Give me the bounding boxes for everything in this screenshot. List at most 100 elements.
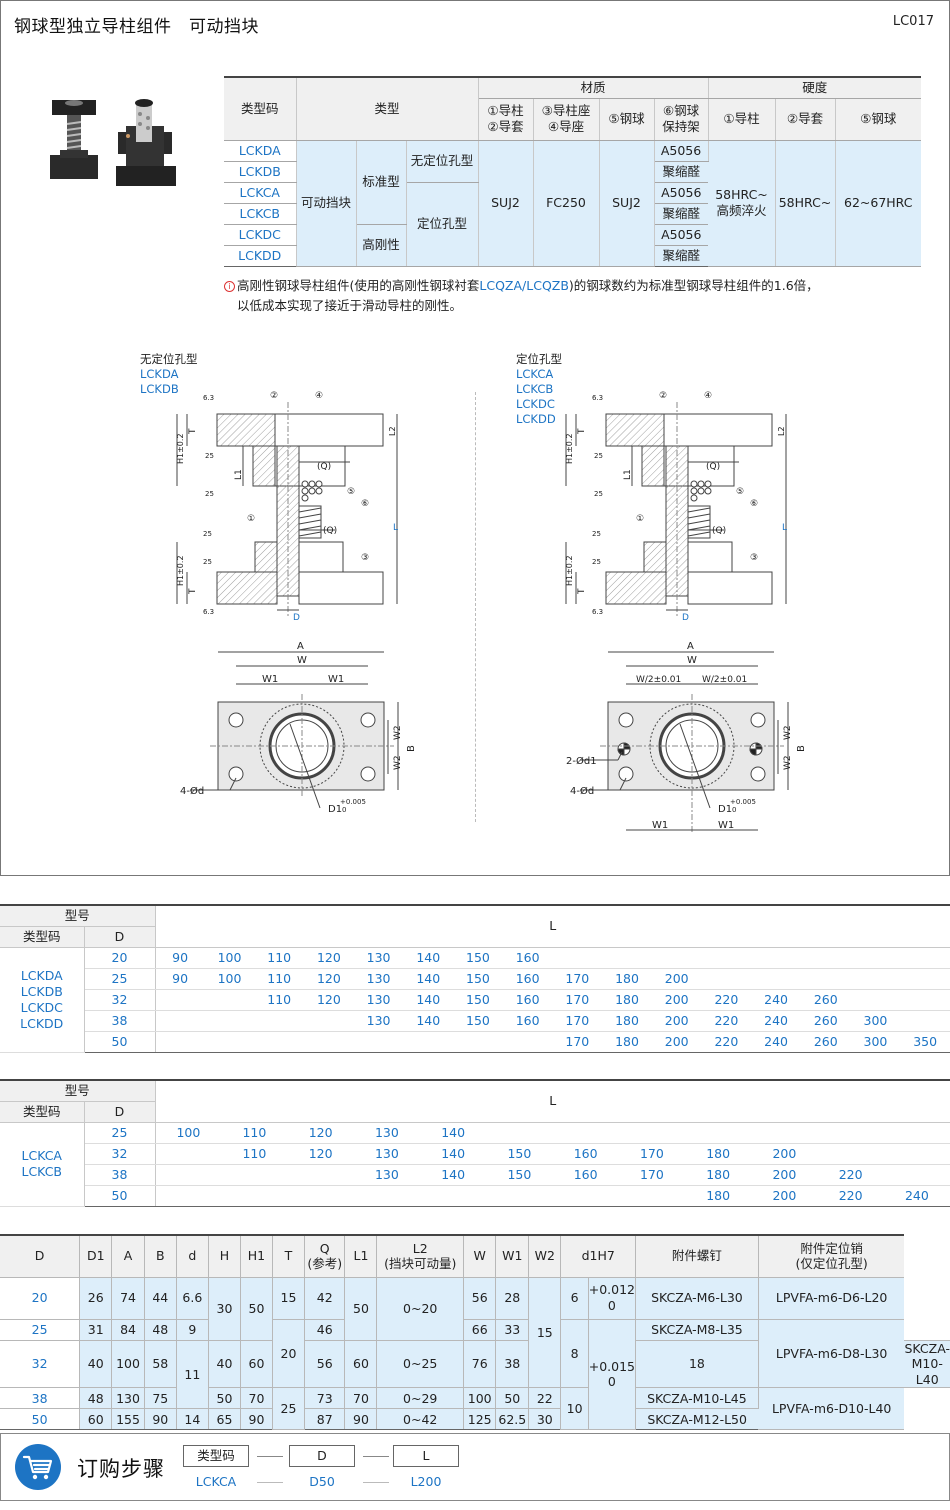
svg-text:25: 25: [594, 490, 603, 498]
spec-header-mat1: ①导柱 ②导套: [478, 97, 534, 141]
svg-text:W2: W2: [393, 755, 403, 770]
spec-header-mat2: ③导柱座 ④导座: [533, 97, 600, 141]
lt2-header-d: D: [84, 1101, 156, 1123]
dim-header: 附件定位销 (仅定位孔型): [758, 1234, 905, 1278]
dim-header: W2: [528, 1234, 562, 1278]
svg-text:③: ③: [750, 553, 758, 563]
dim-header: H: [208, 1234, 241, 1278]
svg-text:(Q): (Q): [706, 462, 720, 472]
svg-text:0: 0: [342, 806, 346, 814]
lt1-header-l: L: [155, 904, 950, 948]
svg-text:+0.005: +0.005: [340, 798, 366, 806]
spec-hard2: 58HRC~: [775, 139, 836, 267]
svg-text:T: T: [188, 428, 198, 435]
dim-header: A: [111, 1234, 145, 1278]
svg-text:6.3: 6.3: [592, 394, 603, 402]
svg-text:2-Ød1: 2-Ød1: [566, 755, 597, 767]
order-separator: [257, 1456, 283, 1457]
spec-code: LCKCB: [224, 202, 297, 225]
svg-text:25: 25: [592, 530, 601, 538]
order-value-l: L200: [410, 1474, 442, 1489]
dim-row: 20 26 74 44 6.6 30 50 15 42 50 0~20 56 2…: [0, 1276, 950, 1389]
svg-text:L: L: [393, 523, 398, 533]
dim-header: D1: [79, 1234, 113, 1278]
order-field-l: L: [393, 1445, 459, 1467]
svg-text:⑤: ⑤: [347, 487, 355, 497]
svg-text:L2: L2: [388, 426, 397, 436]
svg-text:H1±0.2: H1±0.2: [565, 555, 574, 586]
svg-text:⑥: ⑥: [361, 499, 369, 509]
svg-text:(Q): (Q): [323, 526, 337, 536]
order-separator: [363, 1482, 389, 1483]
spec-header-hard3: ⑤钢球: [835, 97, 921, 141]
spec-mat4: 聚缩醛: [654, 160, 708, 183]
top-view-drawing-left: A W W1 W1 4-Ød D1 +0.005 0 B W2 W2: [180, 641, 417, 815]
note-link[interactable]: LCQZA/LCQZB: [479, 278, 569, 293]
svg-text:W1: W1: [262, 674, 278, 685]
svg-text:W2: W2: [783, 725, 793, 740]
cart-icon: [15, 1444, 61, 1490]
svg-text:6.3: 6.3: [203, 608, 214, 616]
spec-table: 类型码 类型 材质 硬度 ①导柱 ②导套 ③导柱座 ④导座 ⑤钢球 ⑥钢球 保持…: [224, 76, 921, 267]
spec-code: LCKDB: [224, 160, 297, 183]
svg-text:①: ①: [636, 514, 644, 524]
spec-code: LCKDD: [224, 244, 297, 267]
spec-header-type: 类型: [296, 76, 479, 141]
lt1-header-code: 类型码: [0, 926, 85, 948]
svg-text:6.3: 6.3: [203, 394, 214, 402]
svg-text:+0.005: +0.005: [730, 798, 756, 806]
svg-text:25: 25: [205, 490, 214, 498]
order-title: 订购步骤: [77, 1457, 165, 1481]
spec-mat4: A5056: [654, 181, 708, 204]
svg-text:H1±0.2: H1±0.2: [176, 433, 185, 464]
svg-text:W/2±0.01: W/2±0.01: [636, 675, 681, 685]
svg-text:D1: D1: [718, 804, 732, 815]
svg-text:T: T: [577, 428, 587, 435]
svg-text:H1±0.2: H1±0.2: [565, 433, 574, 464]
svg-text:(Q): (Q): [317, 462, 331, 472]
side-view-drawing-left: ② ④ ⑤ ⑥ ① ③ (Q) (Q) D L 6.3 25 25 25 25 …: [176, 391, 398, 623]
svg-text:L: L: [782, 523, 787, 533]
spec-header-hardness: 硬度: [708, 76, 921, 99]
spec-type-main: 可动挡块: [296, 139, 357, 267]
spec-hard3: 62~67HRC: [835, 139, 921, 267]
dim-row: 32 40 100 58 11 40 60 56 60 0~25 76 38 1…: [0, 1339, 950, 1410]
spec-header-hard1: ①导柱: [708, 97, 776, 141]
product-photo: [50, 99, 176, 186]
svg-text:25: 25: [203, 558, 212, 566]
svg-text:0: 0: [732, 806, 736, 814]
svg-text:D1: D1: [328, 804, 342, 815]
svg-text:W1: W1: [328, 674, 344, 685]
svg-text:W/2±0.01: W/2±0.01: [702, 675, 747, 685]
catalog-code: LC017: [892, 14, 934, 29]
spec-code: LCKCA: [224, 181, 297, 204]
dim-header: d1H7: [560, 1234, 636, 1278]
spec-mat4: 聚缩醛: [654, 244, 708, 267]
svg-text:A: A: [687, 641, 694, 652]
dim-row: 38 48 130 75 50 70 25 73 70 0~29 100 50 …: [0, 1387, 950, 1431]
lt2-header-l: L: [155, 1079, 950, 1123]
svg-text:A: A: [297, 641, 304, 652]
dim-header: 附件螺钉: [635, 1234, 759, 1278]
top-view-drawing-right: A W W/2±0.01 W/2±0.01 2-Ød1 4-Ød D1 +0.0…: [566, 641, 807, 834]
svg-text:T: T: [577, 588, 587, 595]
spec-type-nohole: 无定位孔型: [406, 139, 479, 183]
order-separator: [363, 1456, 389, 1457]
svg-text:T: T: [188, 588, 198, 595]
spec-mat4: A5056: [654, 223, 708, 246]
svg-text:25: 25: [592, 558, 601, 566]
svg-text:W: W: [687, 655, 697, 666]
spec-hard1: 58HRC~ 高频淬火: [708, 139, 776, 267]
svg-text:④: ④: [315, 391, 323, 401]
svg-text:(Q): (Q): [712, 526, 726, 536]
svg-text:25: 25: [205, 452, 214, 460]
dim-header: B: [144, 1234, 177, 1278]
svg-text:4-Ød: 4-Ød: [180, 785, 204, 797]
dimension-table: D D1 A B d H H1 T Q (参考) L1 L2 (挡块可动量) W…: [0, 1234, 950, 1431]
drawing-left-label: 无定位孔型 LCKDA LCKDB: [140, 352, 198, 396]
dim-header: L1: [344, 1234, 378, 1278]
